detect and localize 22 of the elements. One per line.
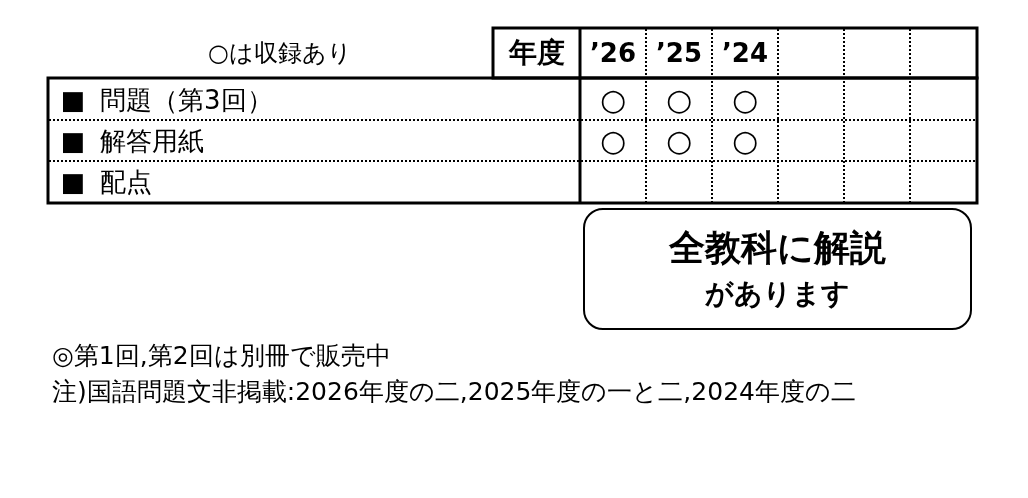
row-label: 配点 [100,166,153,199]
box-subtext: があります [705,280,850,308]
bullet-mark: ■ [59,125,87,158]
check-mark: ○ [664,81,694,119]
bullet-mark: ■ [59,84,87,117]
footnote-text: ◎第1回,第2回は別冊で販売中 [52,339,392,372]
check-mark: ○ [730,81,760,119]
year-label: ’26 [588,37,638,70]
check-mark: ○ [730,122,760,160]
note-box [583,208,972,330]
year-label: ’25 [654,37,704,70]
check-mark: ○ [664,122,694,160]
row-label: 問題（第3回） [100,84,274,117]
year-label: ’24 [720,37,770,70]
legend-note: ○は収録あり [207,38,353,69]
box-heading: 全教科に解説 [669,230,886,266]
bullet-mark: ■ [59,166,87,199]
footnote-text: 注)国語問題文非掲載:2026年度の二,2025年度の一と二,2024年度の二 [52,376,857,408]
column-heading: 年度 [507,35,566,71]
check-mark: ○ [598,122,628,160]
check-mark: ○ [598,81,628,119]
row-label: 解答用紙 [100,125,205,158]
